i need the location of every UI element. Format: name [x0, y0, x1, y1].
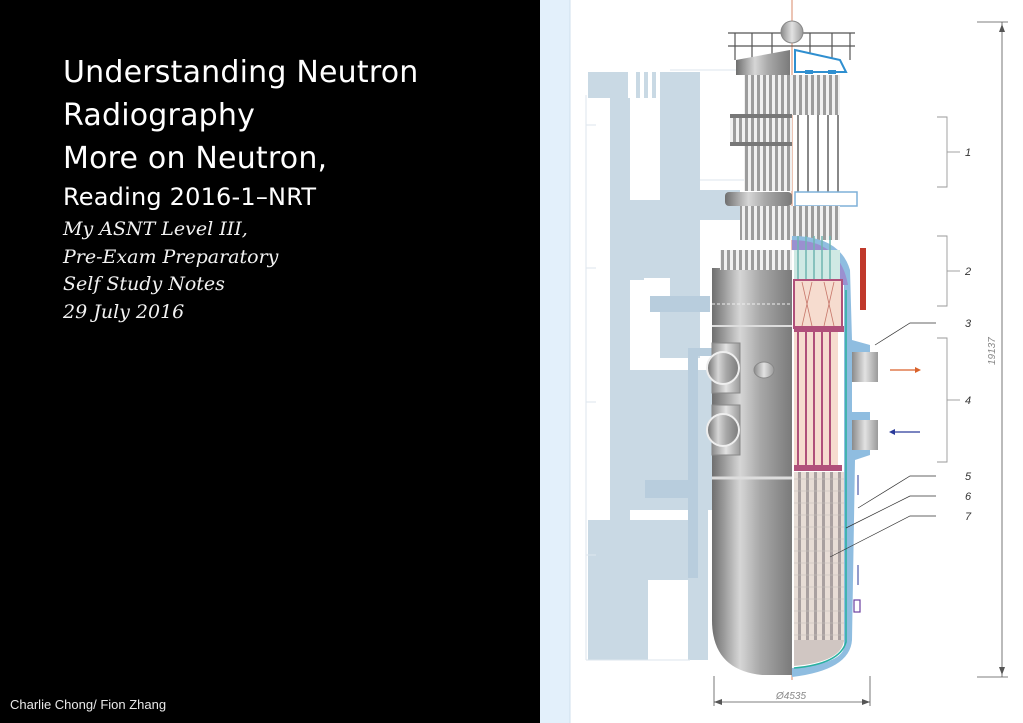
title-panel: Understanding Neutron Radiography More o…	[10, 51, 419, 712]
callout-6: 6	[965, 491, 972, 503]
lifting-eye	[780, 20, 804, 44]
left-strip	[540, 0, 570, 723]
title-line-3: More on Neutron,	[63, 141, 328, 176]
diameter-dimension-label: Ø4535	[775, 691, 806, 702]
inlet-nozzle	[852, 420, 878, 450]
building-structure	[588, 72, 740, 660]
control-rod-drives	[744, 75, 840, 115]
fuel-assemblies	[794, 472, 844, 642]
vessel-body	[712, 268, 792, 675]
callout-5: 5	[965, 471, 972, 483]
subtitle-line-4: 29 July 2016	[63, 300, 185, 323]
title-line-4: Reading 2016-1–NRT	[63, 183, 317, 211]
red-component	[860, 248, 866, 310]
reactor-core	[794, 332, 838, 467]
height-dimension-label: 19137	[987, 337, 998, 365]
callout-brackets	[937, 116, 960, 463]
slide-subtitle: My ASNT Level III, Pre-Exam Preparatory …	[63, 216, 278, 326]
reactor-diagram: 1 2 3 4 5 6 7 19137 Ø4535	[540, 0, 1023, 723]
title-line-2: Radiography	[63, 98, 256, 133]
title-line-1: Understanding Neutron	[63, 55, 419, 90]
reactor-vessel-illustration: 1 2 3 4 5 6 7 19137 Ø4535	[540, 0, 1008, 723]
callout-4: 4	[965, 395, 971, 407]
author-credit: Charlie Chong/ Fion Zhang	[10, 697, 167, 712]
subtitle-line-2: Pre-Exam Preparatory	[63, 245, 279, 268]
subtitle-line-3: Self Study Notes	[63, 273, 225, 295]
callout-leaders	[829, 322, 936, 558]
callout-2: 2	[964, 266, 971, 278]
callout-3: 3	[965, 318, 972, 330]
slide-title: Understanding Neutron Radiography More o…	[63, 51, 418, 212]
subtitle-line-1: My ASNT Level III,	[63, 218, 248, 240]
diameter-dimension-line	[713, 676, 871, 706]
callout-7: 7	[965, 511, 972, 523]
outlet-nozzle	[852, 352, 878, 382]
height-dimension-line	[977, 21, 1008, 678]
callout-1: 1	[965, 147, 971, 159]
